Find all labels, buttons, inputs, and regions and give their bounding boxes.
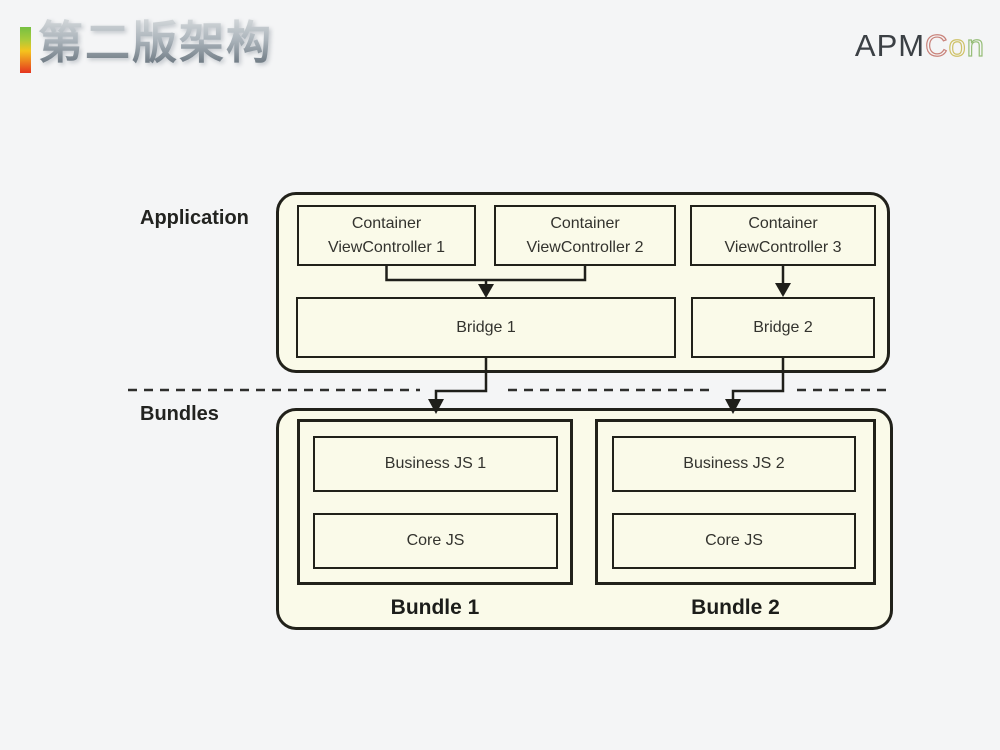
logo-text-apm: APM [854, 28, 926, 63]
bundle-1-title: Bundle 1 [390, 596, 480, 619]
bridge-1-box: Bridge 1 [296, 297, 676, 358]
vc3-line1: Container [748, 215, 818, 233]
page-title: 第二版架构 [38, 17, 274, 68]
container-viewcontroller-1-box: Container ViewController 1 [297, 205, 476, 266]
title-accent-bar [20, 27, 31, 73]
bundle-2-title: Bundle 2 [691, 596, 780, 619]
core-js-2-box: Core JS [612, 513, 856, 569]
container-viewcontroller-2-box: Container ViewController 2 [494, 205, 676, 266]
application-section-label: Application [140, 207, 249, 229]
business-js-1-box: Business JS 1 [313, 436, 558, 492]
bridge-2-box: Bridge 2 [691, 297, 875, 358]
vc2-line1: Container [550, 215, 620, 233]
vc1-line1: Container [351, 215, 422, 233]
logo-letter-n: n [966, 27, 985, 63]
vc1-line2: ViewController 1 [327, 238, 446, 256]
logo-letter-c: C [924, 27, 949, 63]
vc2-line2: ViewController 2 [526, 238, 644, 256]
apmcon-logo: APMCon [854, 27, 985, 64]
core-js-1-box: Core JS [313, 513, 558, 569]
logo-letter-o: o [948, 27, 967, 63]
bundles-section-label: Bundles [140, 403, 219, 425]
business-js-2-box: Business JS 2 [612, 436, 856, 492]
container-viewcontroller-3-box: Container ViewController 3 [690, 205, 876, 266]
vc3-line2: ViewController 3 [724, 238, 842, 256]
